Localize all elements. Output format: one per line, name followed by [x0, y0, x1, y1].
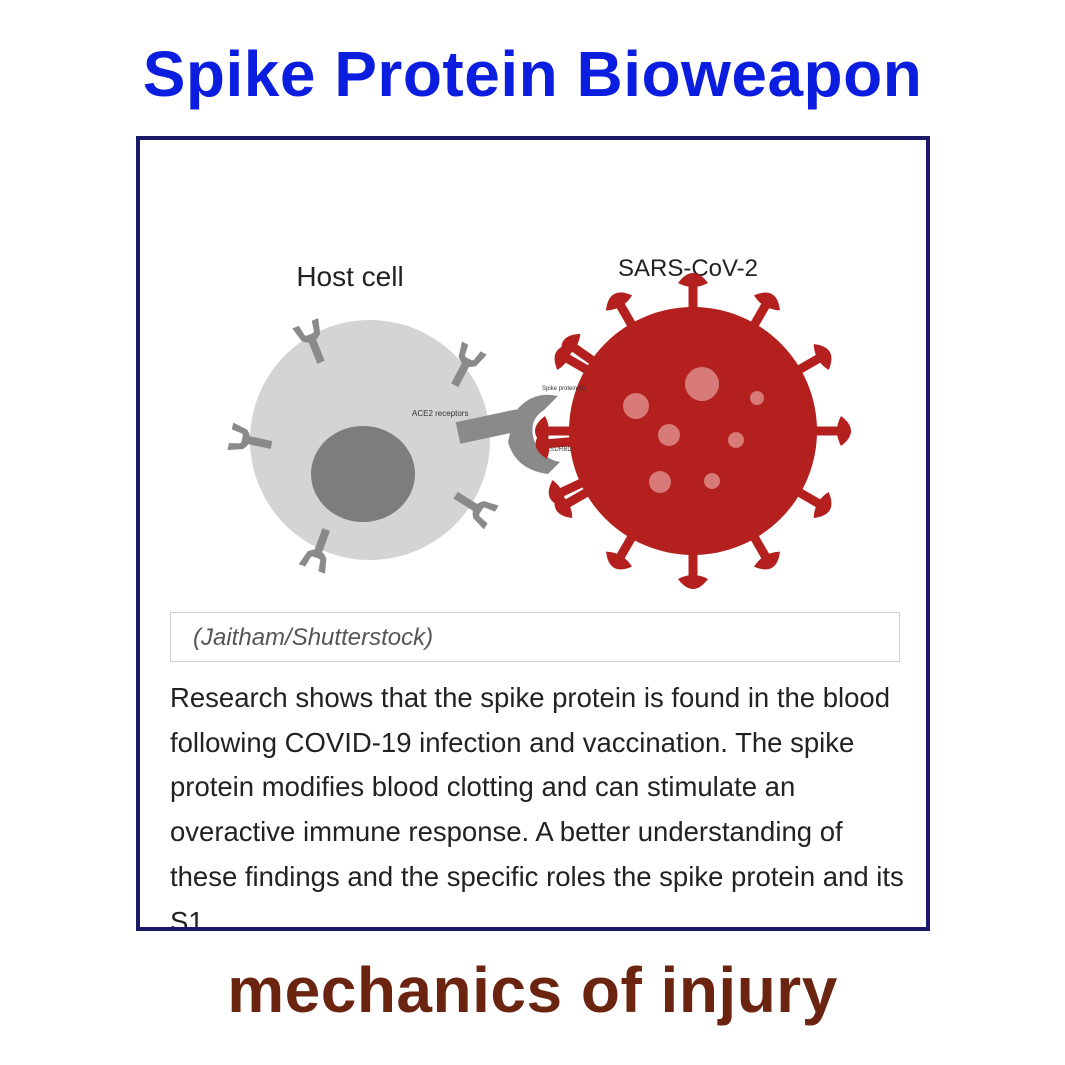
ace2-receptor-main: [455, 394, 560, 474]
footer-title: mechanics of injury: [227, 954, 838, 1026]
image-caption: (Jaitham/Shutterstock): [170, 612, 900, 662]
spike-protein-label: Spike protein(S): [542, 386, 585, 392]
host-cell-nucleus: [311, 426, 415, 522]
article-body: Research shows that the spike protein is…: [170, 682, 904, 931]
s1-rbd-label: S1/RBD: [550, 447, 572, 453]
ace2-receptors-label: ACE2 receptors: [412, 409, 468, 418]
cell-virus-diagram: Host cell ACE2 receptors SARS-CoV-2: [227, 255, 851, 589]
sars-cov-2-virus: [534, 273, 851, 589]
page-title: Spike Protein Bioweapon: [142, 38, 923, 110]
host-cell-label: Host cell: [296, 261, 403, 292]
article-card: Host cell ACE2 receptors SARS-CoV-2: [136, 136, 930, 931]
